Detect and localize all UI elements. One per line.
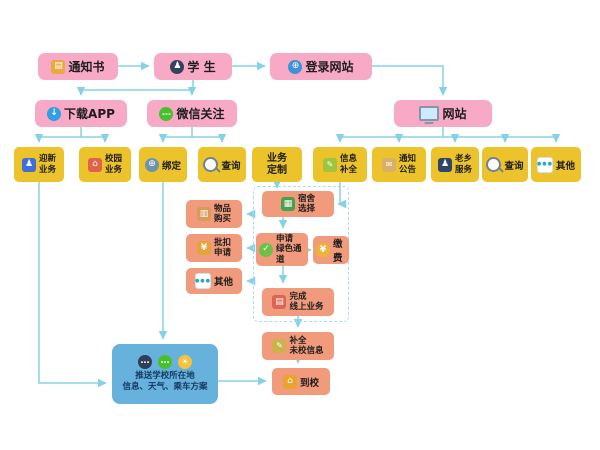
node-label: 老乡: [454, 154, 472, 165]
push-panel-icons: … … ☀: [138, 354, 192, 369]
node-label: 业务: [267, 152, 287, 164]
node-label: 通知: [398, 154, 416, 165]
node-label: 申请: [276, 234, 294, 245]
node-query-wechat: 查询: [198, 147, 246, 182]
globe-icon: ⊕: [288, 59, 303, 74]
pencil-icon: ✎: [272, 339, 287, 353]
wechat-icon: …: [159, 106, 174, 121]
node-label: 下载APP: [64, 107, 115, 121]
push-info-panel: … … ☀ 推送学校所在地 信息、天气、乘车方案: [112, 344, 218, 404]
push-panel-text: 推送学校所在地: [135, 370, 195, 381]
node-notice-announce: ✉ 通知公告: [372, 147, 426, 182]
node-label: 微信关注: [176, 107, 225, 121]
node-arrive: ⌂ 到校: [272, 368, 330, 395]
ellipsis-icon: ●●●: [537, 156, 553, 173]
student-icon: ♟: [170, 59, 185, 74]
weather-icon: ☀: [178, 354, 192, 369]
node-label: 宿舍: [297, 193, 315, 204]
node-dorm-select: ▦ 宿舍选择: [262, 191, 334, 217]
check-icon: ✓: [259, 242, 273, 257]
ellipsis-icon: ●●●: [195, 273, 211, 289]
search-icon: [203, 157, 219, 172]
campus-icon: ⌂: [87, 157, 102, 172]
school-icon: ⌂: [282, 374, 297, 389]
node-other-biz: ●●● 其他: [186, 268, 242, 294]
node-label: 迎新: [38, 154, 56, 165]
building-icon: ▦: [280, 197, 295, 211]
node-bind: ⊕ 绑定: [139, 147, 187, 182]
package-icon: ▥: [196, 207, 211, 221]
node-welcome-biz: ♟ 迎新业务: [14, 147, 64, 182]
node-green-channel: ✓ 申请绿色通道: [256, 233, 308, 266]
node-hometown-service: ♟ 老乡服务: [431, 147, 479, 182]
node-item-purchase: ▥ 物品购买: [186, 200, 242, 228]
node-label: 补全: [289, 335, 307, 346]
node-website: 网站: [394, 100, 492, 127]
node-wechat-follow: … 微信关注: [147, 100, 237, 127]
node-label: 批扣: [213, 237, 231, 248]
node-notice: ▤ 通知书: [38, 53, 118, 80]
node-campus-biz: ⌂ 校园业务: [79, 147, 131, 182]
node-label: 通知书: [68, 60, 105, 74]
node-student: ♟ 学 生: [154, 53, 232, 80]
node-label: 其他: [555, 160, 575, 172]
moneybag-icon: ¥: [316, 243, 330, 257]
node-download-app: ↓ 下载APP: [35, 100, 127, 127]
download-icon: ↓: [47, 106, 62, 121]
node-label: 物品: [213, 203, 231, 214]
node-label: 校园: [104, 154, 122, 165]
node-finish-online: ▤ 完成线上业务: [262, 288, 334, 316]
node-label: 查询: [504, 160, 524, 172]
node-other-website: ●●● 其他: [531, 147, 581, 182]
node-label: 查询: [221, 160, 241, 172]
node-login-site: ⊕ 登录网站: [270, 53, 372, 80]
node-label: 缴费: [333, 239, 343, 264]
node-label: 网站: [442, 107, 467, 121]
mail-icon: ✉: [381, 157, 396, 172]
card-icon: ▤: [272, 295, 287, 309]
globe-icon: ⊕: [144, 157, 159, 172]
pencil-icon: ✎: [322, 157, 337, 172]
yuan-icon: ¥: [196, 241, 211, 255]
node-label: 完成: [289, 291, 307, 302]
document-icon: ▤: [51, 59, 66, 74]
person-icon: ♟: [21, 157, 36, 172]
search-icon: [486, 157, 502, 172]
node-label: 绑定: [161, 160, 181, 172]
node-biz-custom: 业务定制: [252, 147, 302, 182]
wechat-icon: …: [158, 354, 172, 369]
monitor-icon: [419, 106, 440, 121]
node-label: 学 生: [187, 60, 216, 74]
node-label: 到校: [299, 377, 319, 389]
node-label: 登录网站: [305, 60, 354, 74]
node-info-complete: ✎ 信息补全: [313, 147, 367, 182]
node-complete-info: ✎ 补全未校信息: [262, 332, 334, 360]
node-label: 其他: [213, 277, 233, 288]
node-label: 信息: [339, 154, 357, 165]
node-query-website: 查询: [482, 147, 528, 182]
chat-icon: …: [138, 354, 152, 369]
people-icon: ♟: [437, 157, 452, 172]
node-pay: ¥ 缴费: [313, 236, 349, 264]
node-batch-deduct: ¥ 批扣申请: [186, 234, 242, 262]
